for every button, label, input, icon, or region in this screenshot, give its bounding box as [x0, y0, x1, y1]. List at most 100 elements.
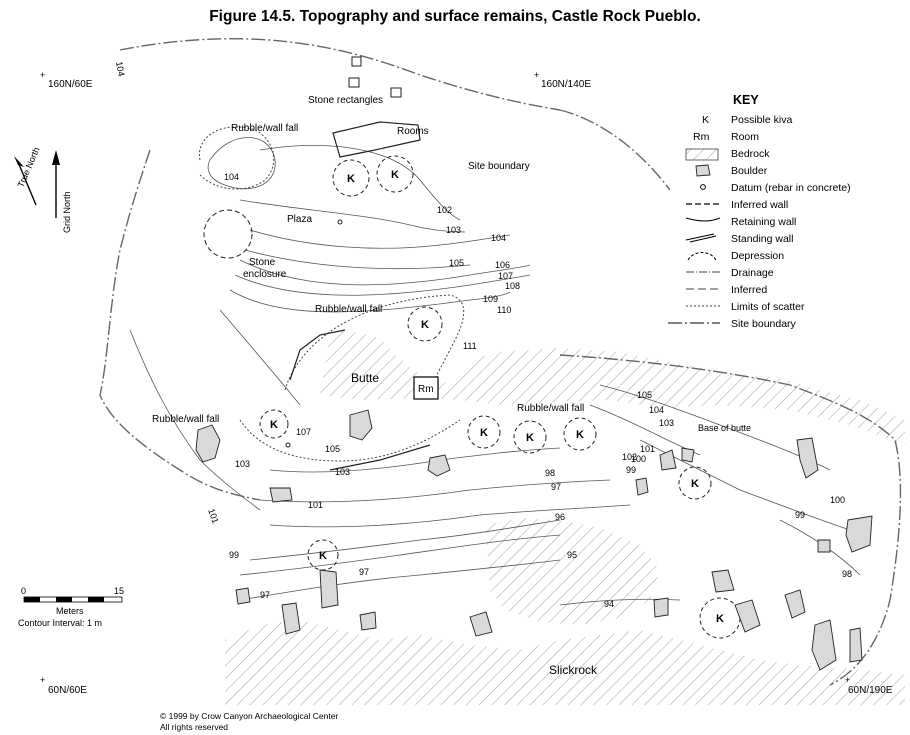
label-stone-enclosure-2: enclosure	[243, 269, 287, 280]
room-box-label: Rm	[418, 384, 434, 395]
key-item-label: Inferred	[731, 284, 767, 296]
contour-label: 97	[551, 482, 561, 492]
key-item-label: Possible kiva	[731, 114, 792, 126]
contour-label: 107	[498, 271, 513, 281]
scale-min: 0	[21, 586, 26, 596]
contour-label: 100	[631, 454, 646, 464]
key-item-label: Room	[731, 131, 759, 143]
contour-label: 97	[359, 567, 369, 577]
kiva-label: K	[347, 173, 355, 185]
standing-wall-rooms	[332, 121, 421, 158]
contour-label: 101	[206, 507, 221, 525]
contour-label: 104	[491, 233, 506, 243]
room-box	[413, 376, 439, 400]
stone-rectangle	[390, 87, 402, 98]
scale-max: 15	[114, 586, 124, 596]
contour-label: 104	[114, 61, 126, 78]
contour-label: 103	[335, 467, 350, 477]
contour-label: 105	[449, 258, 464, 268]
key-symbol-standing-wall	[685, 233, 717, 243]
key-symbol-depression	[687, 252, 717, 261]
contour-label: 94	[604, 599, 614, 609]
scatter-limit-south	[239, 419, 461, 462]
contour-label: 97	[260, 590, 270, 600]
grid-corner-label: +	[40, 675, 45, 685]
contour-interval: Contour Interval: 1 m	[18, 618, 102, 628]
contour-label: 99	[795, 510, 805, 520]
kiva-label: K	[270, 419, 278, 431]
grid-corners: + 160N/60E + 160N/140E + 60N/60E + 60N/1…	[40, 70, 893, 696]
kiva-label: K	[421, 319, 429, 331]
label-rubble-north: Rubble/wall fall	[231, 123, 298, 134]
key-item-label: Drainage	[731, 267, 774, 279]
label-site-boundary: Site boundary	[468, 161, 530, 172]
kiva-label: K	[716, 613, 724, 625]
key-symbol-bedrock	[685, 148, 719, 161]
contour-label: 95	[567, 550, 577, 560]
contour-label: 103	[659, 418, 674, 428]
grid-corner-label: 60N/190E	[848, 685, 893, 696]
bedrock-butte	[320, 330, 905, 445]
contour-label: 102	[622, 452, 637, 462]
grid-corner-label: 60N/60E	[48, 685, 87, 696]
true-north-arrow-icon	[14, 156, 24, 167]
kiva-label: K	[480, 427, 488, 439]
stone-enclosure	[203, 209, 253, 259]
key-symbol-datum	[700, 184, 706, 190]
label-stone-enclosure-1: Stone	[249, 257, 276, 268]
grid-north-arrow-icon	[52, 150, 60, 165]
north-arrows: True North Grid North	[14, 146, 72, 233]
contour-label: 111	[463, 341, 477, 351]
label-rubble-butte: Rubble/wall fall	[315, 304, 382, 315]
standing-wall-butte	[289, 329, 346, 381]
key-item-label: Datum (rebar in concrete)	[731, 182, 851, 194]
label-plaza: Plaza	[287, 214, 312, 225]
contour-label: 96	[555, 512, 565, 522]
label-rubble-east: Rubble/wall fall	[517, 403, 584, 414]
key-item-label: Depression	[731, 250, 784, 262]
key-item-label: Bedrock	[731, 148, 770, 160]
bedrock-middle	[485, 518, 660, 625]
contour-label: 106	[495, 260, 510, 270]
contour-label: 103	[446, 225, 461, 235]
key-heading: KEY	[733, 93, 759, 107]
contour-label: 98	[545, 468, 555, 478]
contour-label: 109	[483, 294, 498, 304]
contour-label: 101	[308, 500, 323, 510]
key-item-label: Limits of scatter	[731, 301, 805, 313]
kiva-label: K	[691, 478, 699, 490]
contour-label: 110	[497, 305, 511, 315]
contour-label: 105	[325, 444, 340, 454]
contour-label: 102	[437, 205, 452, 215]
boulders	[195, 409, 873, 671]
contour-label: 108	[505, 281, 520, 291]
label-stone-rectangles: Stone rectangles	[308, 95, 383, 106]
retaining-wall	[329, 444, 431, 471]
grid-corner-label: 160N/60E	[48, 79, 93, 90]
grid-corner-label: +	[40, 70, 45, 80]
label-base-of-butte: Base of butte	[698, 423, 751, 433]
grid-corner-label: +	[534, 70, 539, 80]
key-item-label: Site boundary	[731, 318, 797, 330]
kiva-label: K	[391, 169, 399, 181]
copyright-line: © 1999 by Crow Canyon Archaeological Cen…	[160, 711, 339, 721]
key-item-label: Boulder	[731, 165, 768, 177]
contour-label: 104	[224, 172, 239, 182]
key-symbol-retaining-wall	[685, 217, 721, 222]
figure-title: Figure 14.5. Topography and surface rema…	[209, 8, 701, 25]
label-butte: Butte	[351, 371, 379, 385]
contour-label: 99	[626, 465, 636, 475]
stone-rectangle	[351, 56, 362, 67]
label-rubble-west: Rubble/wall fall	[152, 414, 219, 425]
scale-bar: 0 15 Meters Contour Interval: 1 m	[18, 586, 124, 628]
scatter-limit-butte	[284, 294, 465, 396]
contour-label: 98	[842, 569, 852, 579]
stone-rectangle	[348, 77, 360, 88]
datum-marker	[285, 442, 291, 448]
label-slickrock: Slickrock	[549, 663, 598, 677]
key-item-label: Standing wall	[731, 233, 793, 245]
key-symbol-room: Rm	[693, 131, 710, 143]
contour-labels: 104 104 102 103 104 105 106 107 108 109 …	[114, 61, 852, 609]
kiva-label: K	[576, 429, 584, 441]
